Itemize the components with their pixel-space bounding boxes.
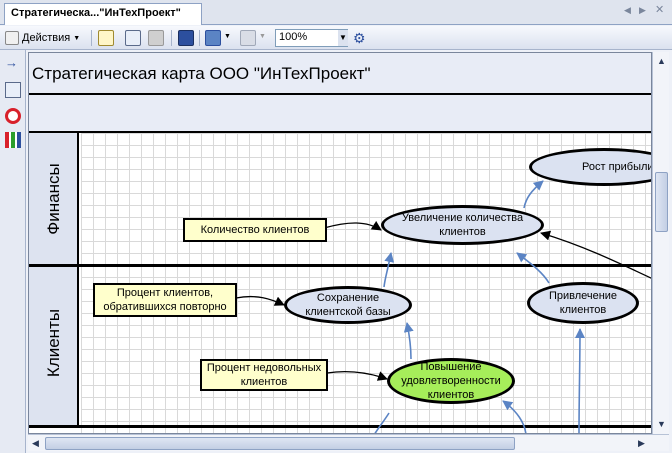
connector: [326, 371, 388, 381]
connector: [574, 328, 585, 433]
text-edit-icon[interactable]: [5, 82, 21, 98]
goal-increase-satisfaction[interactable]: Повышение удовлетворенности клиентов: [387, 358, 515, 404]
chevron-down-icon[interactable]: ▼: [224, 33, 231, 40]
connector: [502, 400, 527, 433]
vertical-scroll-thumb[interactable]: [655, 172, 668, 232]
goal-attract-clients[interactable]: Привлечение клиентов: [527, 282, 639, 324]
goal-increase-clients[interactable]: Увеличение количества клиентов: [381, 205, 544, 245]
connector: [383, 252, 395, 288]
scroll-down-icon[interactable]: ▼: [657, 419, 666, 429]
diagram-canvas[interactable]: Стратегическая карта ООО "ИнТехПроект" Ф…: [28, 52, 652, 434]
header-band: [29, 95, 651, 133]
title-band: Стратегическая карта ООО "ИнТехПроект": [29, 53, 651, 95]
lane-divider: [29, 264, 651, 267]
actions-label: Действия: [22, 32, 71, 44]
chevron-down-icon[interactable]: ▼: [259, 33, 266, 40]
text-icon[interactable]: [125, 30, 141, 46]
lane-header-clients: Клиенты: [29, 267, 79, 427]
connector: [374, 412, 390, 433]
target-icon[interactable]: [5, 108, 21, 124]
toolbar-separator: [199, 30, 200, 46]
connector-layer: [235, 180, 651, 433]
close-icon[interactable]: ✕: [655, 4, 665, 16]
actions-icon: [5, 31, 19, 45]
connector: [235, 295, 285, 306]
lane-header-finance: Финансы: [29, 133, 79, 265]
scroll-up-icon[interactable]: ▲: [657, 56, 666, 66]
arrow-right-icon[interactable]: →: [5, 55, 18, 70]
connector: [540, 230, 651, 279]
actions-menu-button[interactable]: Действия ▼: [5, 29, 80, 47]
tab-scroll-left-icon[interactable]: ◀: [624, 5, 631, 15]
tab-scroll-right-icon[interactable]: ▶: [639, 5, 646, 15]
toolbar-separator: [171, 30, 172, 46]
scroll-left-icon[interactable]: ◀: [32, 438, 39, 448]
save-icon[interactable]: [178, 30, 194, 46]
connector: [323, 220, 382, 231]
tab-strip: Стратегическа..."ИнТехПроект" ◀ ▶ ✕: [0, 0, 672, 25]
export-icon[interactable]: [240, 30, 256, 46]
horizontal-scrollbar[interactable]: ◀ ▶: [28, 434, 669, 451]
goal-retain-base[interactable]: Сохранение клиентской базы: [284, 286, 412, 324]
connector: [403, 322, 414, 360]
zoom-dropdown-icon[interactable]: ▼: [338, 30, 348, 46]
edit-icon[interactable]: [98, 30, 114, 46]
note-client-count[interactable]: Количество клиентов: [183, 218, 327, 242]
chevron-down-icon: ▼: [73, 34, 81, 42]
vertical-scrollbar[interactable]: ▲ ▼: [652, 52, 669, 434]
toolbar-separator: [91, 30, 92, 46]
chart-icon[interactable]: [5, 132, 21, 148]
document-tab[interactable]: Стратегическа..."ИнТехПроект": [4, 3, 202, 25]
eraser-icon[interactable]: [148, 30, 164, 46]
scroll-right-icon[interactable]: ▶: [638, 438, 645, 448]
lane-divider: [29, 425, 651, 428]
diagram-title: Стратегическая карта ООО "ИнТехПроект": [32, 64, 371, 83]
left-tool-panel: →: [0, 50, 26, 453]
connector: [523, 180, 544, 209]
pin-icon[interactable]: ⚙: [353, 30, 366, 46]
note-repeat-clients[interactable]: Процент клиентов, обратившихся повторно: [93, 283, 237, 317]
goal-profit-growth[interactable]: Рост прибыли: [529, 148, 651, 186]
import-icon[interactable]: [205, 30, 221, 46]
horizontal-scroll-thumb[interactable]: [45, 437, 515, 450]
connector: [516, 252, 550, 284]
note-unsatisfied-clients[interactable]: Процент недовольных клиентов: [200, 359, 328, 391]
